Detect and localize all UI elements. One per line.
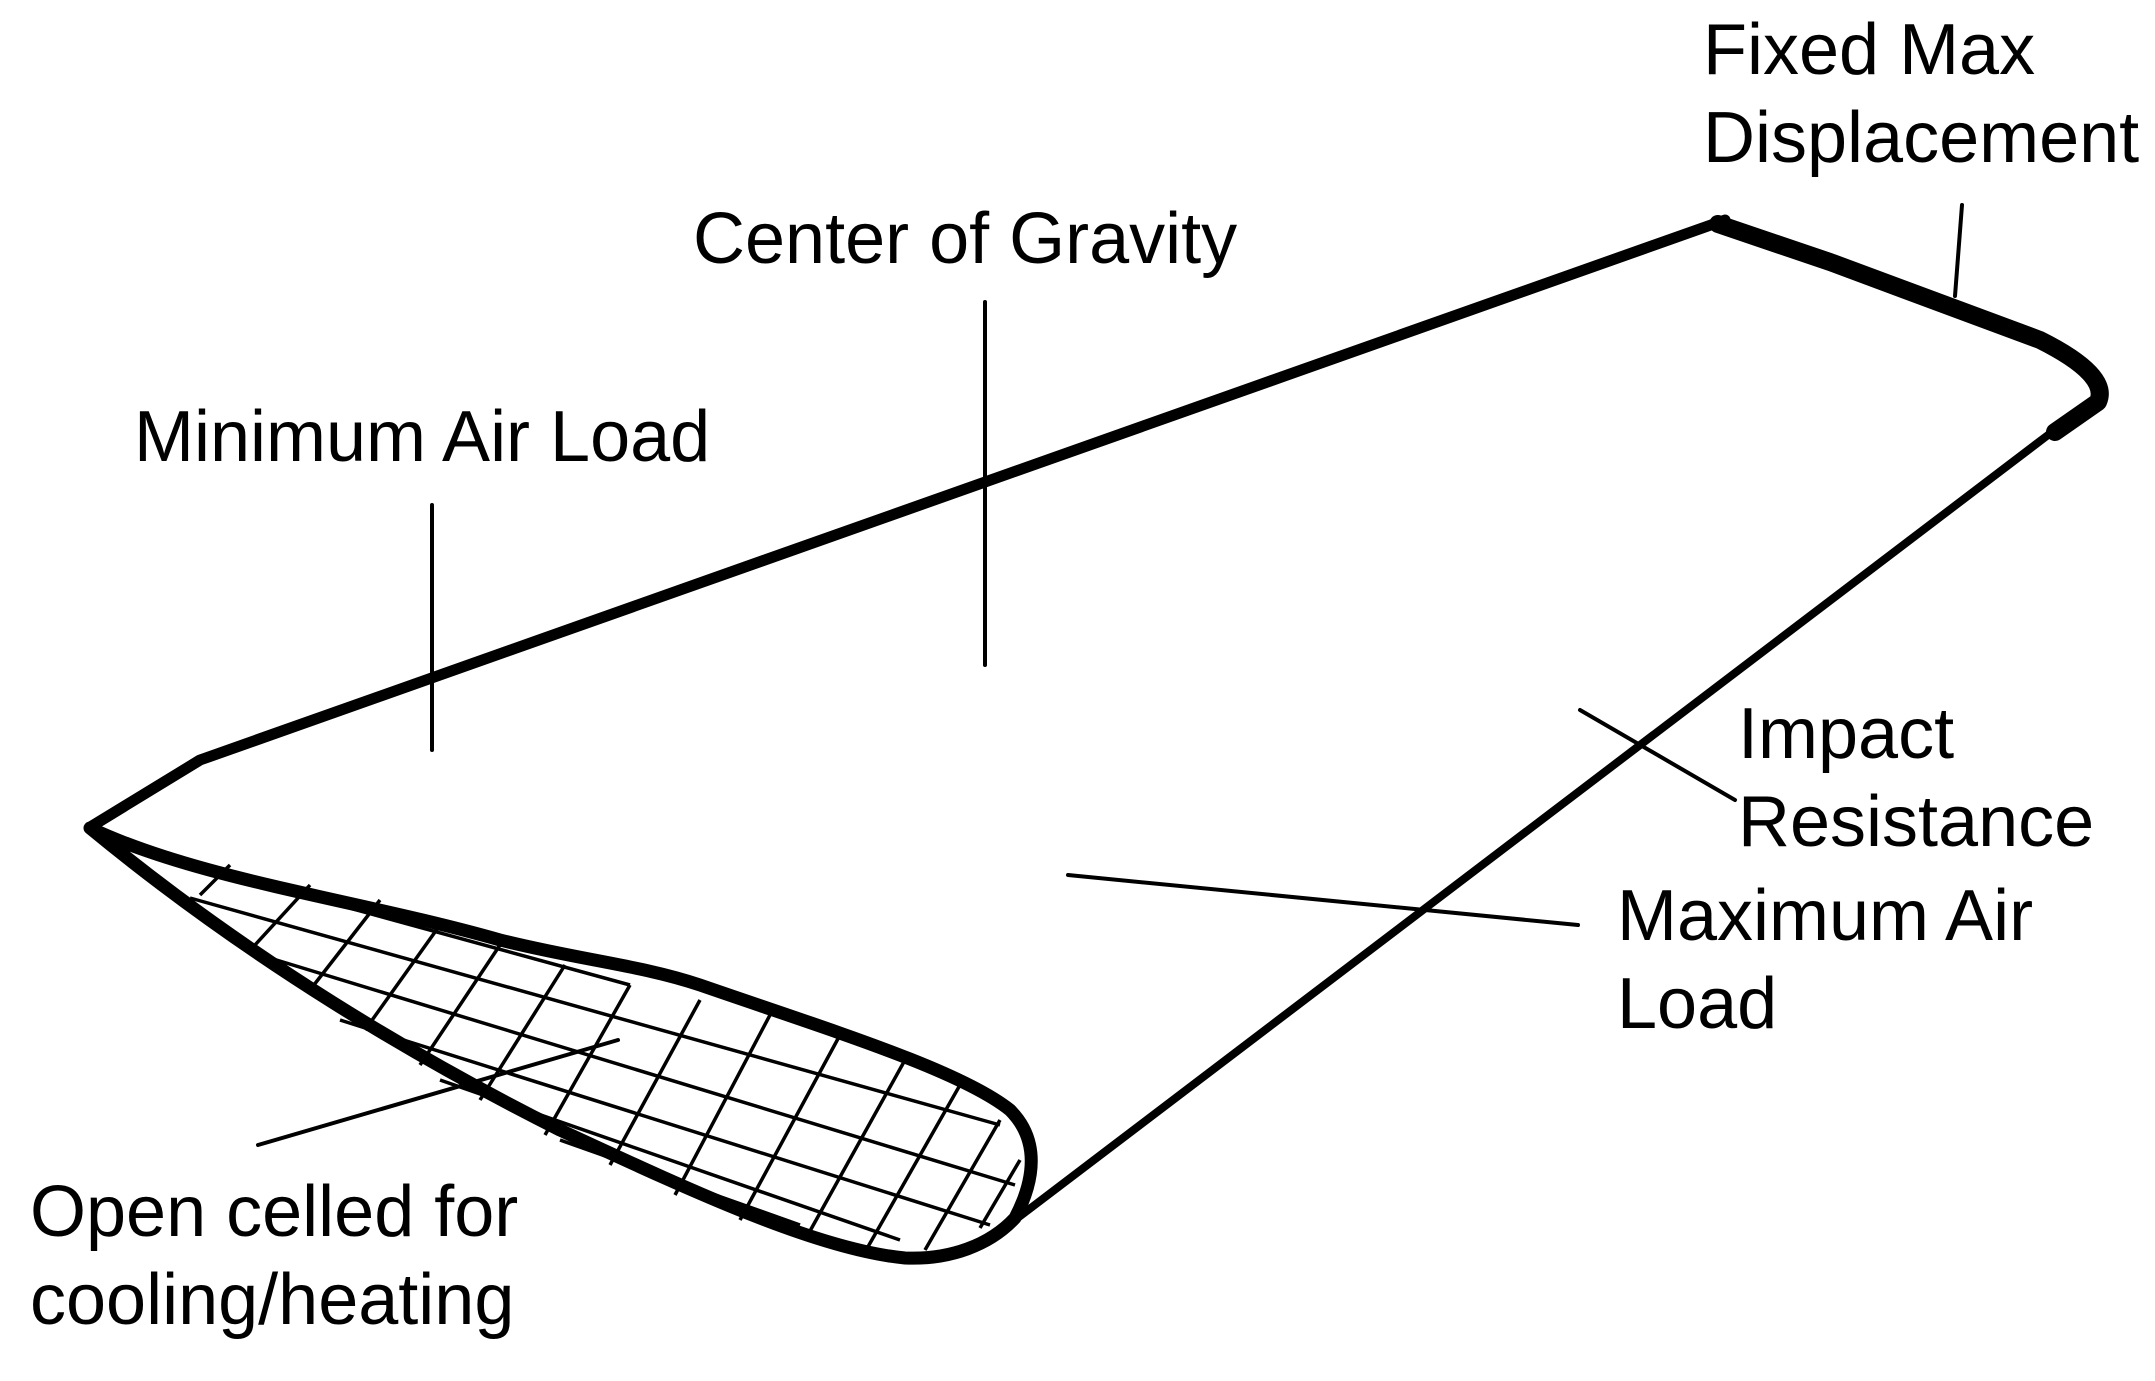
label-fixed-max-line2: Displacement (1703, 98, 2140, 178)
hatch-line (923, 1119, 1002, 1251)
hatch-line (803, 1059, 907, 1241)
label-impact-line1: Impact (1738, 694, 1955, 774)
label-open-celled-line1: Open celled for (30, 1172, 519, 1252)
label-fixed-max-displacement: Fixed Max Displacement (1703, 6, 2139, 182)
airfoil-section (83, 821, 1038, 1265)
wing-outline (86, 214, 2109, 1224)
hatch-line (863, 1084, 962, 1253)
hatch-line (339, 1018, 991, 1227)
hatch-line (608, 999, 702, 1166)
hatch-line (439, 1078, 901, 1242)
leader-fixed-max (1953, 203, 1964, 298)
label-max-air-line1: Maximum Air (1617, 876, 2034, 956)
label-impact-line2: Resistance (1738, 782, 2095, 862)
wing-tip-edge (1709, 215, 2109, 441)
hatch-line (559, 1138, 801, 1227)
label-max-air-line2: Load (1617, 964, 1778, 1044)
label-open-celled: Open celled for cooling/heating (30, 1168, 518, 1344)
leading-edge-line (86, 214, 1731, 832)
label-center-of-gravity: Center of Gravity (693, 199, 1238, 279)
leader-open-celled (256, 1038, 620, 1147)
label-minimum-air-load: Minimum Air Load (134, 397, 711, 477)
hatch-line (978, 1159, 1022, 1229)
hatch-line (259, 953, 1016, 1187)
label-maximum-air-load: Maximum Air Load (1617, 872, 2033, 1048)
trailing-edge-line (1011, 428, 2056, 1224)
hatch-line (363, 923, 442, 1032)
hatch-line (673, 1014, 772, 1196)
hatch-line (543, 984, 632, 1136)
open-cell-hatching (119, 843, 1022, 1253)
label-open-celled-line2: cooling/heating (30, 1260, 515, 1340)
leader-maximum-air-load (1066, 873, 1580, 927)
label-fixed-max-line1: Fixed Max (1703, 10, 2036, 90)
hatch-line (189, 896, 1001, 1127)
hatch-line (119, 843, 631, 987)
label-impact-resistance: Impact Resistance (1738, 690, 2094, 866)
hatch-line (418, 944, 502, 1066)
leader-lines (256, 203, 1964, 1147)
leader-impact-resistance (1578, 708, 1737, 802)
hatch-line (198, 863, 232, 897)
hatch-line (478, 964, 567, 1101)
